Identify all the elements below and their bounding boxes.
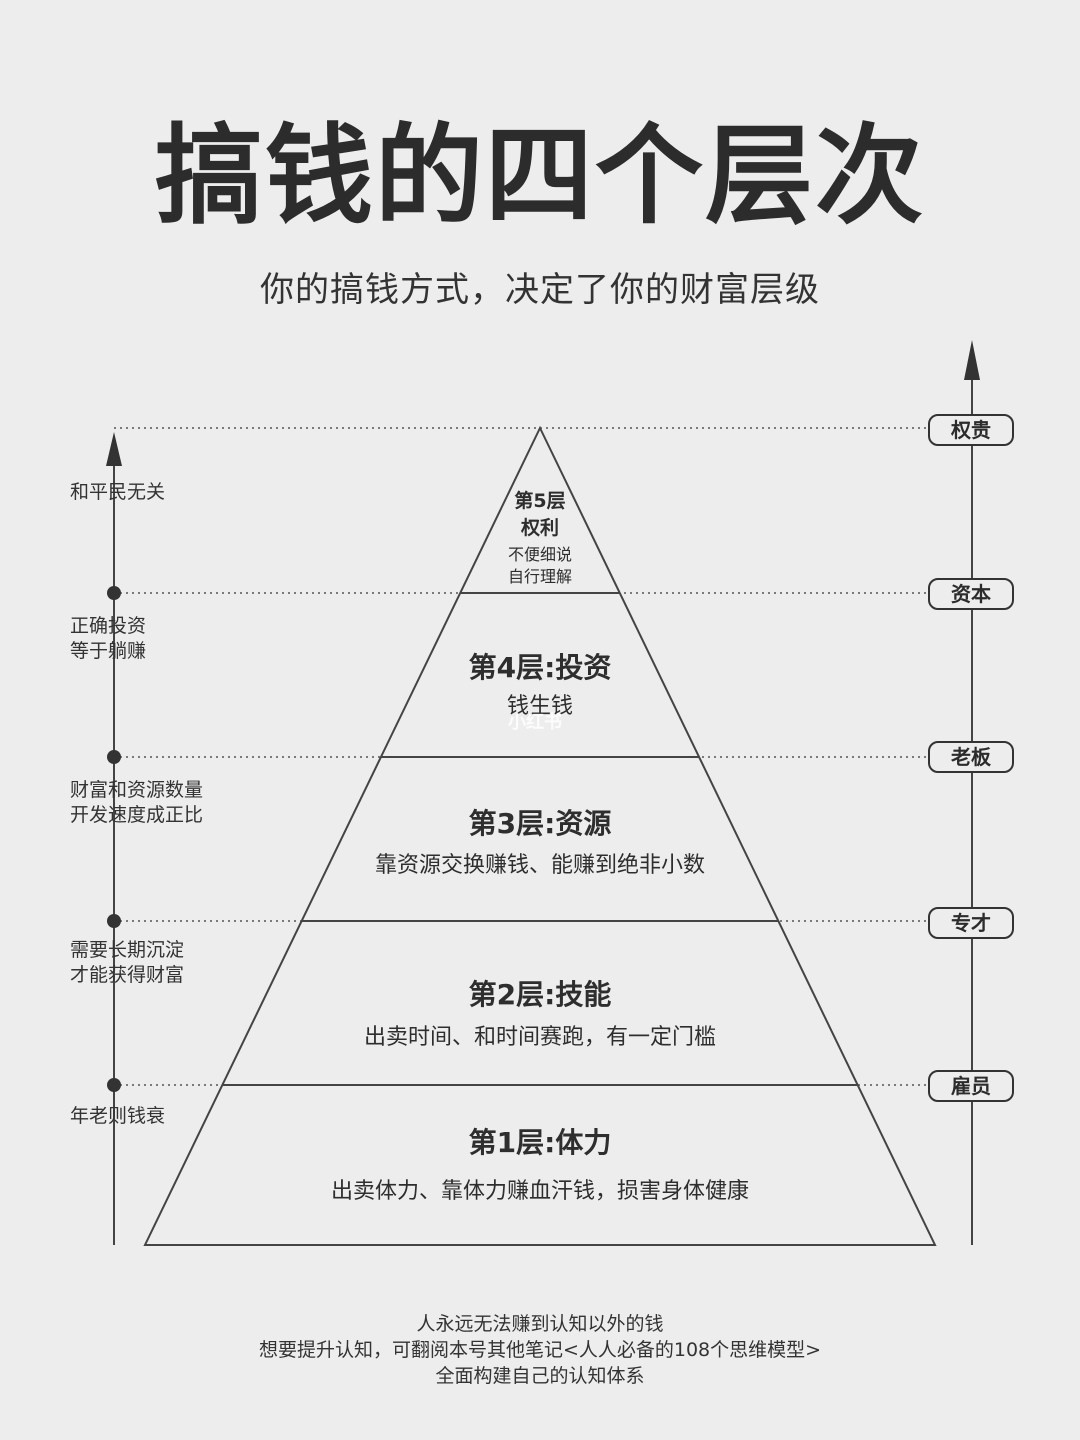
- layer2-title: 第2层:技能: [468, 978, 612, 1011]
- left-axis-arrowhead: [106, 432, 122, 466]
- role-badge-quangui: 权贵: [928, 414, 1014, 446]
- layer5-desc-line1: 不便细说: [507, 545, 572, 564]
- left-note-1-line1: 和平民无关: [70, 481, 166, 503]
- footer-line3: 全面构建自己的认知体系: [435, 1365, 645, 1388]
- axis-dot-4: [107, 1078, 121, 1092]
- page-title: 搞钱的四个层次: [154, 114, 925, 239]
- layer3-desc: 靠资源交换赚钱、能赚到绝非小数: [374, 853, 705, 878]
- left-note-4: 需要长期沉淀 才能获得财富: [70, 938, 184, 989]
- right-axis-arrowhead: [964, 340, 980, 380]
- left-note-4-line1: 需要长期沉淀: [70, 939, 185, 961]
- watermark-logo: 小红书: [508, 712, 562, 733]
- pyramid-outline: [143, 425, 937, 1246]
- role-badge-laoban: 老板: [928, 741, 1014, 773]
- page-subtitle: 你的搞钱方式，决定了你的财富层级: [260, 270, 820, 310]
- layer5-desc-line2: 自行理解: [507, 567, 572, 586]
- role-badge-zhuancai: 专才: [928, 907, 1014, 939]
- layer2-desc: 出卖时间、和时间赛跑，有一定门槛: [363, 1025, 716, 1050]
- layer5-title-line2: 权利: [520, 517, 559, 539]
- left-note-4-line2: 才能获得财富: [70, 964, 185, 987]
- axis-dot-1: [107, 586, 121, 600]
- axis-dot-3: [107, 914, 121, 928]
- layer5-title-line1: 第5层: [514, 490, 566, 512]
- left-note-2-line2: 等于躺赚: [70, 640, 147, 663]
- layer4-desc: 钱生钱: [506, 694, 573, 719]
- footer-line1: 人永远无法赚到认知以外的钱: [416, 1313, 664, 1335]
- left-note-3-line1: 财富和资源数量: [70, 779, 204, 801]
- layer1-title: 第1层:体力: [468, 1126, 612, 1159]
- footer-line2: 想要提升认知，可翻阅本号其他笔记<人人必备的108个思维模型>: [258, 1339, 822, 1362]
- layer4-title: 第4层:投资: [468, 651, 612, 684]
- axis-dot-2: [107, 750, 121, 764]
- left-note-2-line1: 正确投资: [70, 615, 147, 637]
- footer-text: 人永远无法赚到认知以外的钱 想要提升认知，可翻阅本号其他笔记<人人必备的108个…: [0, 1311, 1080, 1390]
- left-note-2: 正确投资 等于躺赚: [70, 614, 146, 665]
- left-note-5-line1: 年老则钱衰: [70, 1105, 166, 1127]
- role-badge-guyuan: 雇员: [928, 1070, 1014, 1102]
- role-badge-ziben: 资本: [928, 578, 1014, 610]
- left-note-1: 和平民无关: [70, 480, 165, 505]
- left-note-3: 财富和资源数量 开发速度成正比: [70, 778, 203, 829]
- layer3-title: 第3层:资源: [468, 807, 612, 840]
- left-note-3-line2: 开发速度成正比: [70, 804, 204, 827]
- left-note-5: 年老则钱衰: [70, 1104, 165, 1129]
- layer1-desc: 出卖体力、靠体力赚血汗钱，损害身体健康: [330, 1179, 749, 1204]
